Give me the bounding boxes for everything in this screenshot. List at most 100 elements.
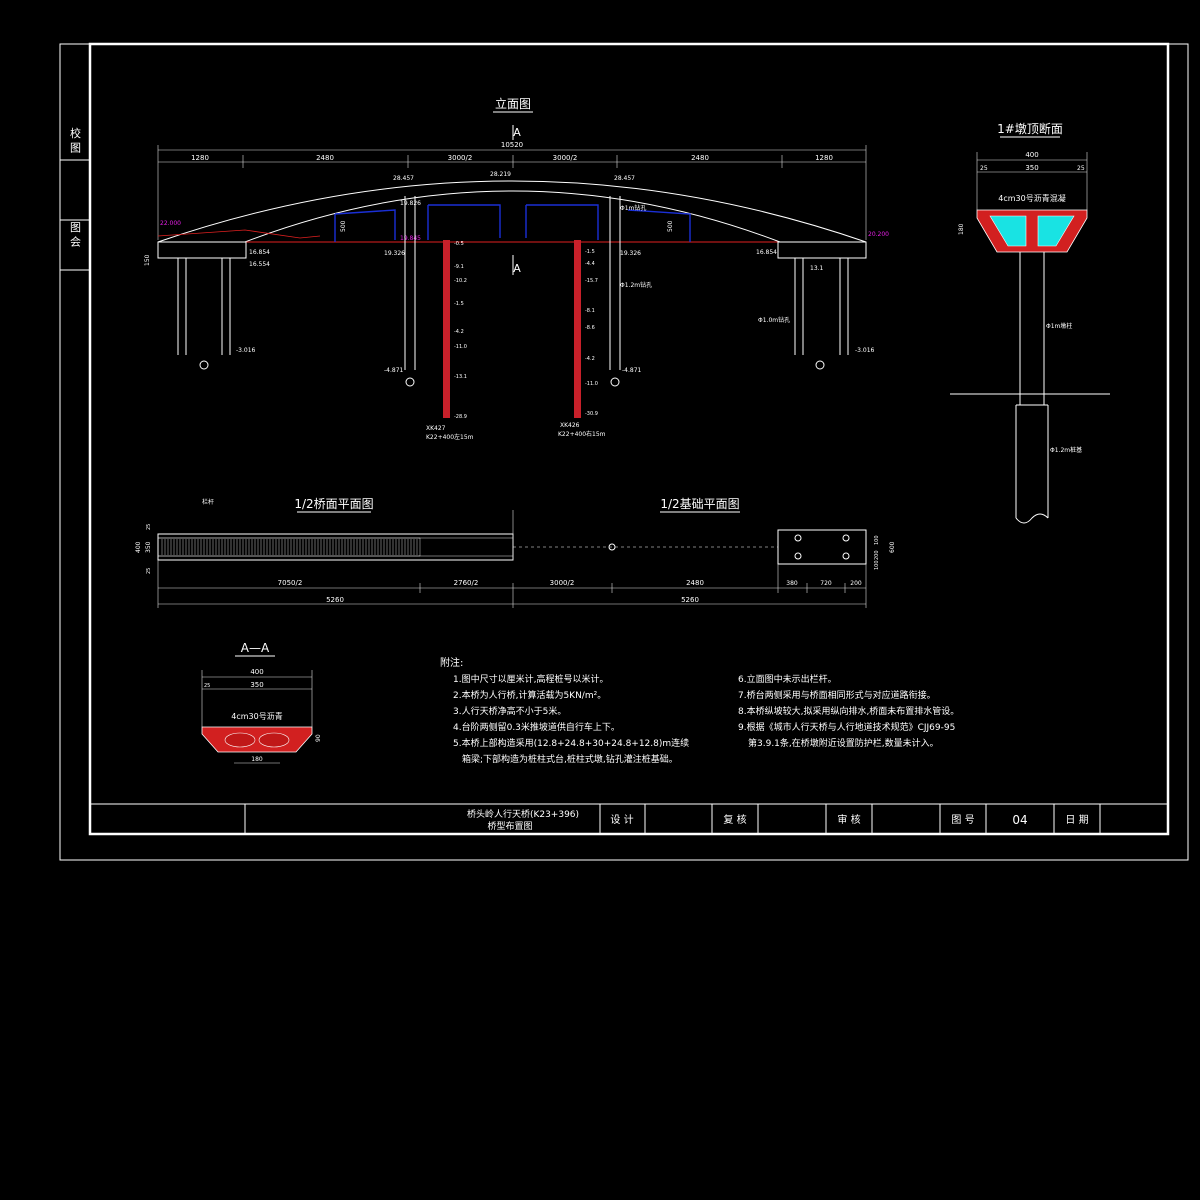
section-mark-top: A — [513, 126, 521, 139]
plan-dim-left: 7050/2 — [278, 579, 303, 587]
svg-text:-28.9: -28.9 — [454, 414, 467, 420]
svg-text:8.本桥纵坡较大,拟采用纵向排水,桥面未布置排水管设。: 8.本桥纵坡较大,拟采用纵向排水,桥面未布置排水管设。 — [738, 705, 959, 717]
plan-w400: 400 — [135, 541, 142, 553]
elev-crown: 28.219 — [490, 171, 511, 178]
aa-section-shape — [201, 726, 313, 753]
svg-text:-4.4: -4.4 — [585, 261, 595, 267]
sec-inner: 350 — [1025, 164, 1038, 172]
plan-dim-280: 380 — [786, 580, 798, 587]
side-label-bottom: 图 会 — [69, 221, 82, 247]
svg-text:-8.1: -8.1 — [585, 308, 595, 314]
tb-drawing-no: 04 — [1012, 813, 1027, 827]
pier-bottom-l: -4.871 — [384, 367, 404, 374]
plan-w25a: 25 — [146, 524, 152, 530]
plan-dim-2480: 2480 — [686, 579, 704, 587]
tb-check: 复 核 — [723, 813, 746, 826]
deck-plan-title: 1/2桥面平面图 — [294, 497, 373, 511]
elev-right-end: 20.200 — [868, 231, 889, 238]
svg-text:-1.5: -1.5 — [585, 249, 595, 255]
dim-6: 1280 — [815, 154, 833, 162]
borehole-right — [574, 240, 581, 418]
dim-total: 10520 — [501, 141, 523, 149]
plan-w350: 350 — [145, 541, 152, 553]
dim-1: 1280 — [191, 154, 209, 162]
notes-heading: 附注: — [440, 656, 463, 669]
right-abutment — [777, 241, 867, 370]
dim-5: 2480 — [691, 154, 709, 162]
foundation-plan-title: 1/2基础平面图 — [660, 497, 739, 511]
borehole-r-sta: K22+400右15m — [558, 430, 606, 438]
aa-bottom: 180 — [251, 756, 263, 763]
elev-inner: 19.826 — [400, 200, 421, 207]
tb-drawing-no-label: 图 号 — [951, 814, 974, 826]
svg-text:-1.5: -1.5 — [454, 301, 464, 307]
girder-outlines — [334, 204, 691, 242]
sec-pile-label: Φ1.2m桩基 — [1050, 446, 1082, 454]
inner-frame — [88, 42, 1170, 836]
svg-text:2.本桥为人行桥,计算活载为5KN/m²。: 2.本桥为人行桥,计算活载为5KN/m²。 — [453, 689, 606, 701]
aa-inner: 350 — [250, 681, 263, 689]
sec-width: 400 — [1025, 151, 1038, 159]
svg-text:-13.1: -13.1 — [454, 374, 467, 380]
elevation-title: 立面图 — [495, 96, 531, 111]
pier-bottom-r: -4.871 — [622, 367, 642, 374]
found-d1: 100 — [874, 535, 880, 545]
sec-surface: 4cm30号沥青混凝 — [998, 193, 1065, 203]
label-500-right: 500 — [667, 220, 674, 232]
rail-label: 栏杆 — [202, 498, 214, 506]
pile-note-abut: Φ1.0m钻孔 — [758, 316, 790, 324]
dim-4: 3000/2 — [553, 154, 578, 162]
tb-date-label: 日 期 — [1065, 814, 1088, 826]
label-500-left: 500 — [340, 220, 347, 232]
svg-text:-11.0: -11.0 — [454, 344, 467, 350]
notes-right: 6.立面图中未示出栏杆。 7.桥台两侧采用与桥面相同形式与对应道路衔接。 8.本… — [738, 673, 959, 749]
tb-design: 设 计 — [610, 813, 633, 826]
svg-text:-9.1: -9.1 — [454, 264, 464, 270]
svg-text:-4.2: -4.2 — [585, 356, 595, 362]
tb-project: 桥头岭人行天桥(K23+396) — [467, 808, 579, 820]
dim-3: 3000/2 — [448, 154, 473, 162]
side-label-top: 校 图 — [69, 126, 82, 153]
svg-text:-11.0: -11.0 — [585, 381, 598, 387]
pile-bottom-r: -3.016 — [855, 347, 875, 354]
found-h: 600 — [889, 541, 896, 553]
borehole-left-levels: -0.5 -9.1 -10.2 -1.5 -4.2 -11.0 -13.1 -2… — [454, 241, 467, 420]
borehole-left — [443, 240, 450, 418]
elev-pier-r: 19.326 — [620, 250, 641, 257]
svg-text:箱梁;下部构造为桩柱式台,桩柱式墩,钻孔灌注桩基础。: 箱梁;下部构造为桩柱式台,桩柱式墩,钻孔灌注桩基础。 — [462, 753, 678, 765]
svg-text:7.桥台两侧采用与桥面相同形式与对应道路衔接。: 7.桥台两侧采用与桥面相同形式与对应道路衔接。 — [738, 689, 936, 701]
deck-plan — [157, 533, 514, 561]
foundation-cap — [777, 529, 867, 565]
tb-review: 审 核 — [837, 813, 860, 826]
svg-text:4.台阶两侧留0.3米推坡道供自行车上下。: 4.台阶两侧留0.3米推坡道供自行车上下。 — [453, 721, 620, 733]
dim-131: 13.1 — [810, 265, 824, 272]
borehole-r-id: XK426 — [560, 422, 580, 429]
borehole-l-sta: K22+400左15m — [426, 433, 474, 441]
section-top-title: 1#墩顶断面 — [997, 121, 1063, 136]
elev-abut-r: 16.854 — [756, 249, 777, 256]
plan-dim-3000: 3000/2 — [550, 579, 575, 587]
elev-left-end: 22.000 — [160, 220, 181, 227]
svg-text:6.立面图中未示出栏杆。: 6.立面图中未示出栏杆。 — [738, 673, 837, 685]
sec-height: 180 — [958, 223, 965, 235]
elev-right-top: 28.457 — [614, 175, 635, 182]
pile-bottom-l: -3.016 — [236, 347, 256, 354]
aa-width: 400 — [250, 668, 263, 676]
plan-total-r: 5260 — [681, 596, 699, 604]
section-aa-title: A—A — [241, 641, 270, 655]
dim-2: 2480 — [316, 154, 334, 162]
svg-text:-0.5: -0.5 — [454, 241, 464, 247]
aa-height: 90 — [315, 734, 322, 742]
svg-text:5.本桥上部构造采用(12.8+24.8+30+24.8+1: 5.本桥上部构造采用(12.8+24.8+30+24.8+12.8)m连续 — [453, 737, 689, 749]
sec-pier-label: Φ1m墩柱 — [1046, 322, 1072, 330]
found-d3: 100 — [874, 560, 880, 570]
aa-surface: 4cm30号沥青 — [231, 711, 282, 721]
elev-abut-l2: 16.554 — [249, 261, 270, 268]
plan-dim-200: 200 — [850, 580, 862, 587]
borehole-right-levels: -1.5 -4.4 -15.7 -8.1 -8.6 -4.2 -11.0 -30… — [585, 249, 598, 417]
elev-pier-l: 19.845 — [400, 235, 421, 242]
pile-note-r2: Φ1.2m钻孔 — [620, 281, 652, 289]
notes-left: 1.图中尺寸以厘米计,高程桩号以米计。 2.本桥为人行桥,计算活载为5KN/m²… — [453, 673, 689, 765]
borehole-l-id: XK427 — [426, 425, 446, 432]
